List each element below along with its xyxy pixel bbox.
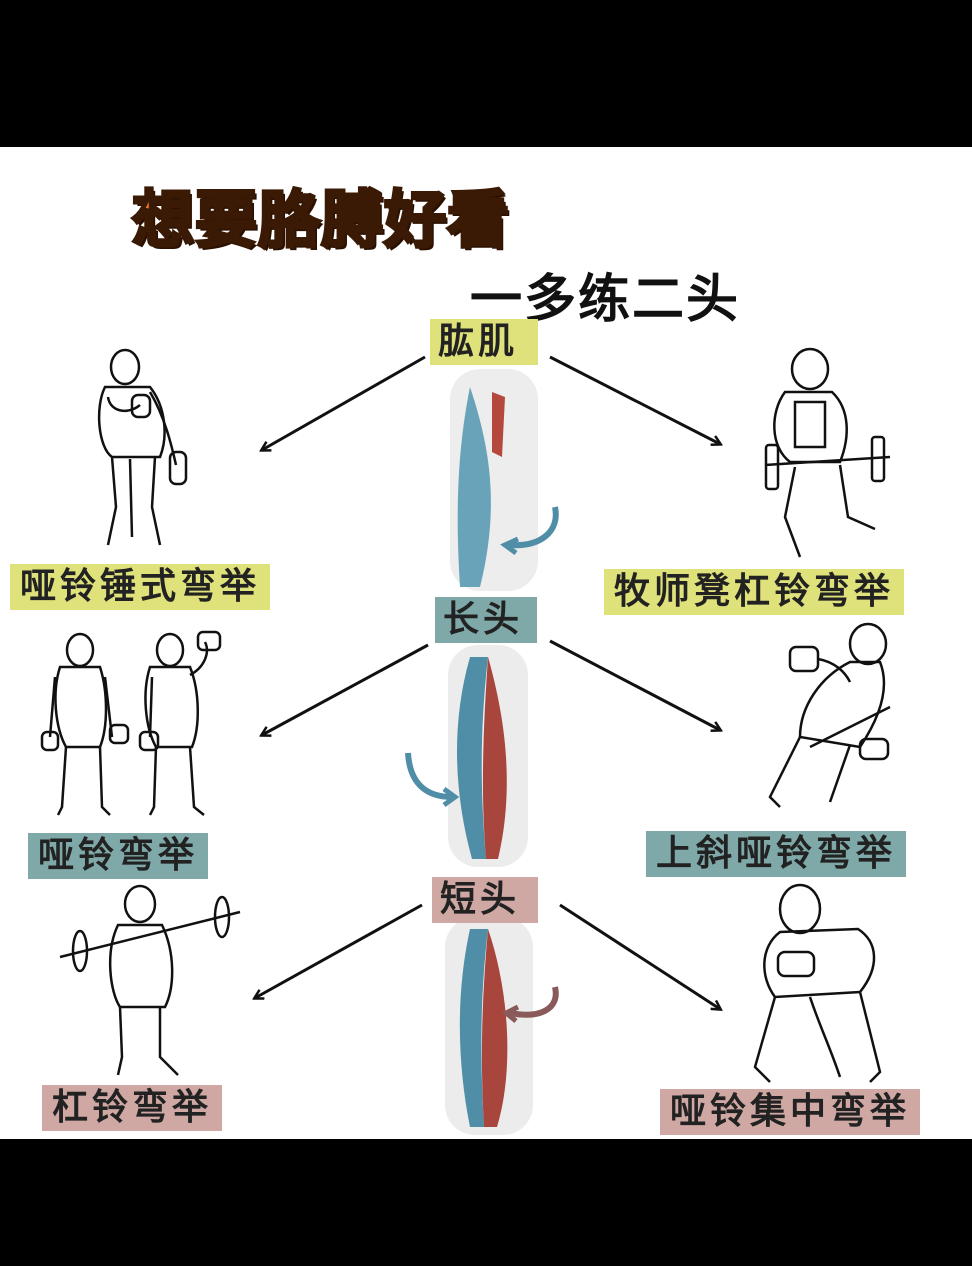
arrow-middle-left <box>262 643 429 735</box>
center-label-short-head: 短头 <box>432 877 538 923</box>
arm-illustration-long-head <box>405 645 528 867</box>
figure-incline-dumbbell-curl <box>768 622 891 808</box>
arm-illustration-brachialis <box>450 369 559 591</box>
arrows <box>255 355 720 1009</box>
infographic-canvas: 想要胳膊好看 一多练二头 肱肌 长头 短头 哑铃锤式弯举 牧师凳杠铃弯举 哑铃弯… <box>0 147 972 1139</box>
arm-illustration-short-head <box>445 917 559 1135</box>
center-label-long-head: 长头 <box>435 597 537 643</box>
diagram-artwork <box>40 347 891 1135</box>
figure-dumbbell-curl <box>40 630 222 816</box>
exercise-label-barbell-curl: 杠铃弯举 <box>42 1085 223 1131</box>
exercise-label-hammer-curl: 哑铃锤式弯举 <box>10 564 271 610</box>
arrow-middle-right <box>549 639 720 730</box>
arrow-bottom-right <box>559 903 720 1009</box>
center-label-brachialis: 肱肌 <box>430 319 538 365</box>
figure-barbell-curl <box>59 884 241 1076</box>
exercise-label-preacher-curl: 牧师凳杠铃弯举 <box>604 569 905 615</box>
arrow-top-right <box>549 355 720 444</box>
arrow-top-left <box>262 355 426 450</box>
exercise-label-dumbbell-curl: 哑铃弯举 <box>28 833 209 879</box>
figure-concentration-curl <box>753 883 882 1083</box>
exercise-label-incline-dumbbell-curl: 上斜哑铃弯举 <box>646 831 907 877</box>
figure-preacher-curl <box>764 347 891 558</box>
exercise-label-concentration-curl: 哑铃集中弯举 <box>660 1089 921 1135</box>
arrow-bottom-left <box>255 903 423 998</box>
page-title: 想要胳膊好看 <box>130 182 511 258</box>
figure-hammer-curl <box>97 348 188 546</box>
